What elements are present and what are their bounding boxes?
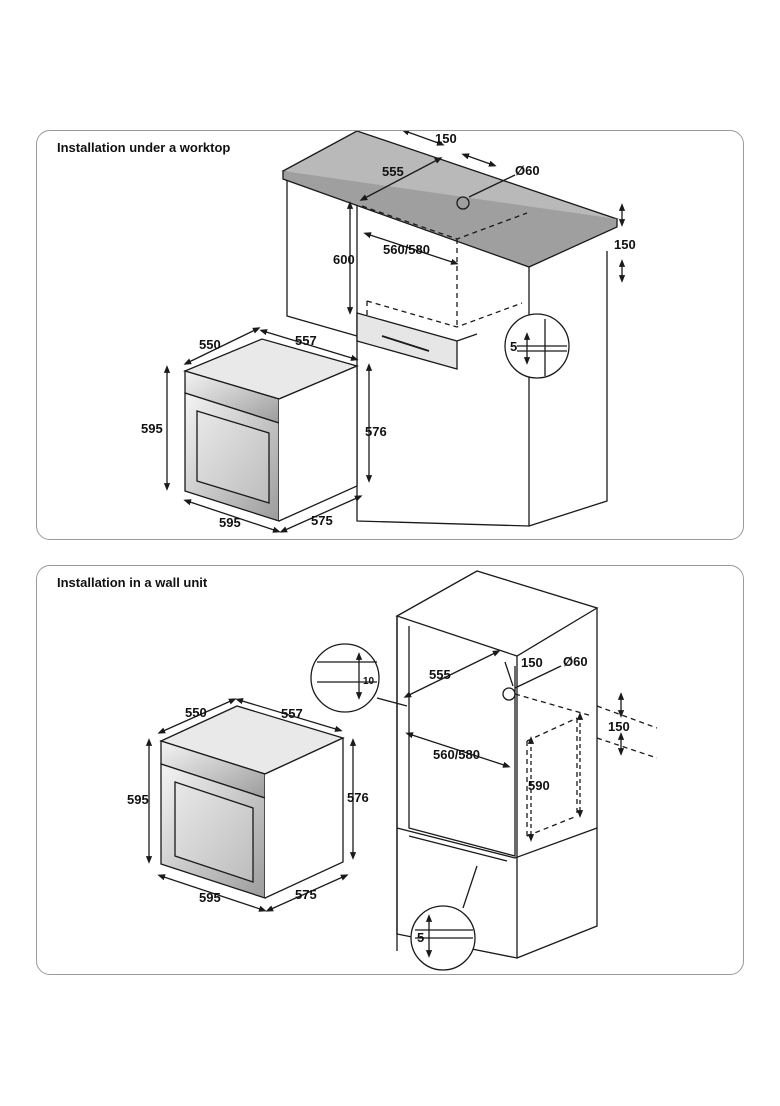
dim-oven-width: 595 [199,890,221,905]
dim-gap-bottom: 5 [417,930,424,945]
dim-rear-gap: 150 [614,237,636,252]
dim-hole-diameter: Ø60 [563,654,588,669]
cable-hole-icon [456,196,470,210]
dim-oven-width: 595 [219,515,241,530]
vent-150-arrow-2 [461,153,497,167]
dim-oven-body-height: 576 [347,790,369,805]
oven-width-arrow [183,499,281,533]
oven-width-top-arrow [259,329,359,361]
dim-oven-depth-front: 550 [185,705,207,720]
niche-width-arrow [405,732,511,768]
dim-oven-width-top: 557 [281,706,303,721]
dim-niche-width: 560/580 [383,242,430,257]
oven-depth-arrow [183,327,261,365]
oven-body-depth-arrow [279,495,363,533]
dim-oven-body-depth: 575 [295,887,317,902]
dim-niche-height: 590 [528,778,550,793]
panel-wall-unit: Installation in a wall unit [36,565,744,975]
niche-depth-arrow [359,157,443,201]
dim-oven-height: 595 [141,421,163,436]
dim-oven-depth-front: 550 [199,337,221,352]
dim-top-vent: 150 [521,655,543,670]
wall-unit-installation-diagram: 10 555 150 Ø60 150 560/580 590 5 [127,570,658,971]
niche-depth-arrow [403,650,501,698]
dim-niche-height: 600 [333,252,355,267]
panel-title: Installation under a worktop [57,140,231,155]
dim-gap-bottom: 5 [510,339,517,354]
hole-leader [468,174,516,198]
dim-niche-width: 560/580 [433,747,480,762]
dim-oven-body-height: 576 [365,424,387,439]
dim-oven-width-top: 557 [295,333,317,348]
dim-gap-top: 10 [363,676,375,687]
niche-width-arrow [363,232,459,265]
dim-niche-depth: 555 [429,667,451,682]
panel-title: Installation in a wall unit [57,575,208,590]
dim-rear-gap: 150 [608,719,630,734]
worktop-installation-diagram: 150 555 Ø60 150 600 560/580 5 [141,131,636,533]
dim-worktop-vent: 150 [435,131,457,146]
vent-150-arrow [401,131,445,146]
dim-hole-diameter: Ø60 [515,163,540,178]
dim-niche-depth: 555 [382,164,404,179]
oven-appliance [159,705,345,899]
cable-hole-icon [502,687,516,701]
tall-wall-unit [395,570,599,959]
panel-under-worktop: Installation under a worktop [36,130,744,540]
dim-oven-height: 595 [127,792,149,807]
dim-oven-body-depth: 575 [311,513,333,528]
oven-appliance [183,338,359,522]
